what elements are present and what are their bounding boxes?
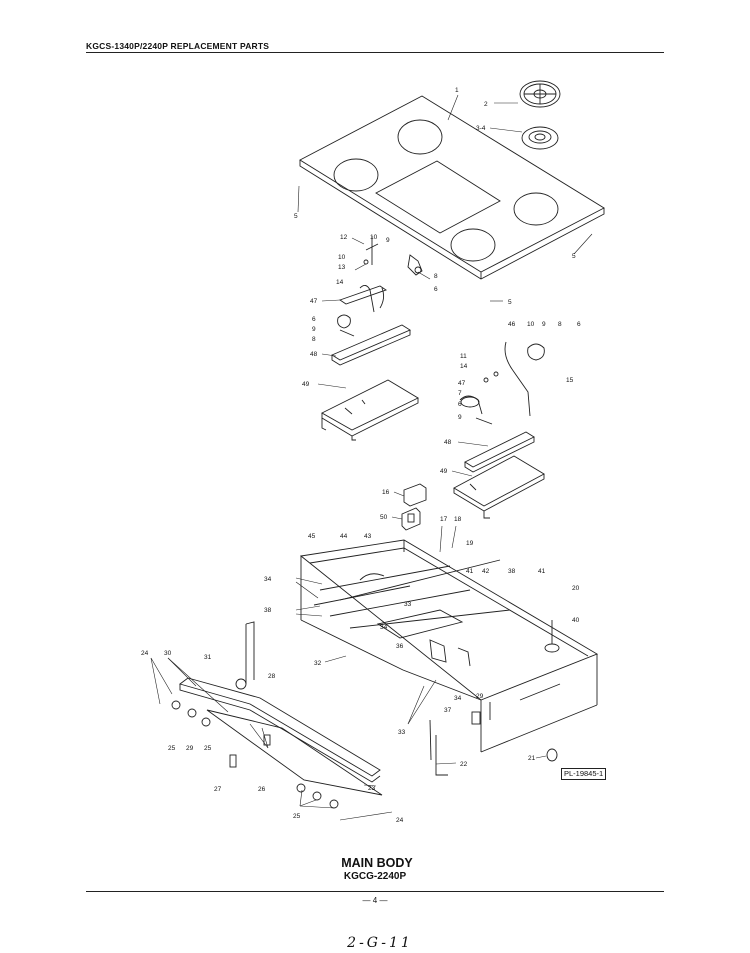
- front-control-rail: [171, 621, 383, 809]
- callout-c33: 48: [444, 439, 452, 446]
- callout-c39: 19: [466, 540, 474, 547]
- callout-c5: 5: [572, 253, 576, 260]
- callout-c30: 7: [458, 390, 462, 397]
- callout-c16: 6: [312, 316, 316, 323]
- cooktop-panel: [299, 95, 605, 280]
- callout-c44: 42: [482, 568, 490, 575]
- callout-c60: 29: [476, 693, 484, 700]
- callout-c37: 17: [440, 516, 448, 523]
- callout-c15: 47: [310, 298, 318, 305]
- callout-c71: 25: [293, 813, 301, 820]
- callout-c35: 16: [382, 489, 390, 496]
- callout-c64: 29: [186, 745, 194, 752]
- callout-c9: 9: [386, 237, 390, 244]
- callout-c46: 41: [538, 568, 546, 575]
- callout-c70: 23: [368, 785, 376, 792]
- callout-c40: 45: [308, 533, 316, 540]
- callout-c18: 8: [312, 336, 316, 343]
- caption-title: MAIN BODY: [341, 856, 413, 870]
- callout-c26: 11: [460, 353, 467, 360]
- handwritten-note: 2-G-11: [347, 935, 413, 951]
- callout-c13: 6: [434, 286, 438, 293]
- callout-c12: 8: [434, 273, 438, 280]
- callout-c48: 40: [572, 617, 580, 624]
- callout-c21: 46: [508, 321, 516, 328]
- footer-rule: [86, 891, 664, 892]
- callout-c66: 27: [214, 786, 222, 793]
- right-burner-box: [453, 431, 545, 519]
- header-rule: [86, 52, 664, 53]
- right-valve-assembly: [459, 341, 545, 425]
- callout-c8: 10: [370, 234, 378, 241]
- callout-c43: 41: [466, 568, 474, 575]
- callout-c4: 5: [294, 213, 298, 220]
- callout-c57: 31: [204, 654, 212, 661]
- callout-c68: 22: [460, 761, 468, 768]
- callout-c65: 25: [204, 745, 212, 752]
- callout-c2: 2: [484, 101, 488, 108]
- burner-head: [521, 126, 559, 150]
- callout-c38: 18: [454, 516, 462, 523]
- callout-c61: 37: [444, 707, 452, 714]
- callout-c14: 14: [336, 279, 344, 286]
- callout-c31: 6: [458, 401, 462, 408]
- callout-c62: 33: [398, 729, 406, 736]
- callout-c1: 1: [455, 87, 459, 94]
- callout-c50: 38: [264, 607, 272, 614]
- callout-c19: 48: [310, 351, 318, 358]
- callout-c6: 5: [508, 299, 512, 306]
- callout-c59: 34: [454, 695, 462, 702]
- callout-c36: 50: [380, 514, 388, 521]
- callout-c3: 3-4: [476, 125, 486, 132]
- leader-lines: [150, 94, 593, 821]
- callout-c11: 13: [338, 264, 346, 271]
- callout-c34: 49: [440, 468, 448, 475]
- callout-c58: 28: [268, 673, 276, 680]
- callout-c22: 10: [527, 321, 535, 328]
- callout-c10: 10: [338, 254, 346, 261]
- small-brackets: [401, 483, 427, 531]
- burner-grate: [519, 80, 561, 108]
- callout-c25: 6: [577, 321, 581, 328]
- callout-c52: 34: [380, 624, 388, 631]
- callout-c7: 12: [340, 234, 348, 241]
- callout-c67: 26: [258, 786, 266, 793]
- callout-c29: 47: [458, 380, 466, 387]
- callout-c69: 21: [528, 755, 536, 762]
- callout-c49: 34: [264, 576, 272, 583]
- callout-c56: 30: [164, 650, 172, 657]
- main-body-box: [299, 539, 599, 776]
- callout-c20: 49: [302, 381, 310, 388]
- callout-c17: 9: [312, 326, 316, 333]
- callout-c24: 8: [558, 321, 562, 328]
- left-burner-box: [321, 324, 419, 441]
- callout-c32: 9: [458, 414, 462, 421]
- callout-c41: 44: [340, 533, 348, 540]
- callout-c23: 9: [542, 321, 546, 328]
- callout-c72: 24: [396, 817, 404, 824]
- callout-c51: 33: [404, 601, 412, 608]
- callout-c47: 20: [572, 585, 580, 592]
- callout-c45: 38: [508, 568, 516, 575]
- page-number: — 4 —: [362, 896, 388, 905]
- callout-c28: 15: [566, 377, 574, 384]
- caption-model: KGCG-2240P: [343, 871, 407, 882]
- callout-c53: 36: [396, 643, 404, 650]
- callout-c27: 14: [460, 363, 468, 370]
- callout-c54: 32: [314, 660, 322, 667]
- callout-c55: 24: [141, 650, 149, 657]
- drawing-reference-code: PL-19845-1: [561, 768, 607, 780]
- callout-c42: 43: [364, 533, 372, 540]
- page-header-title: KGCS-1340P/2240P REPLACEMENT PARTS: [86, 41, 270, 51]
- left-valve-assembly: [337, 236, 423, 337]
- callout-c63: 25: [168, 745, 176, 752]
